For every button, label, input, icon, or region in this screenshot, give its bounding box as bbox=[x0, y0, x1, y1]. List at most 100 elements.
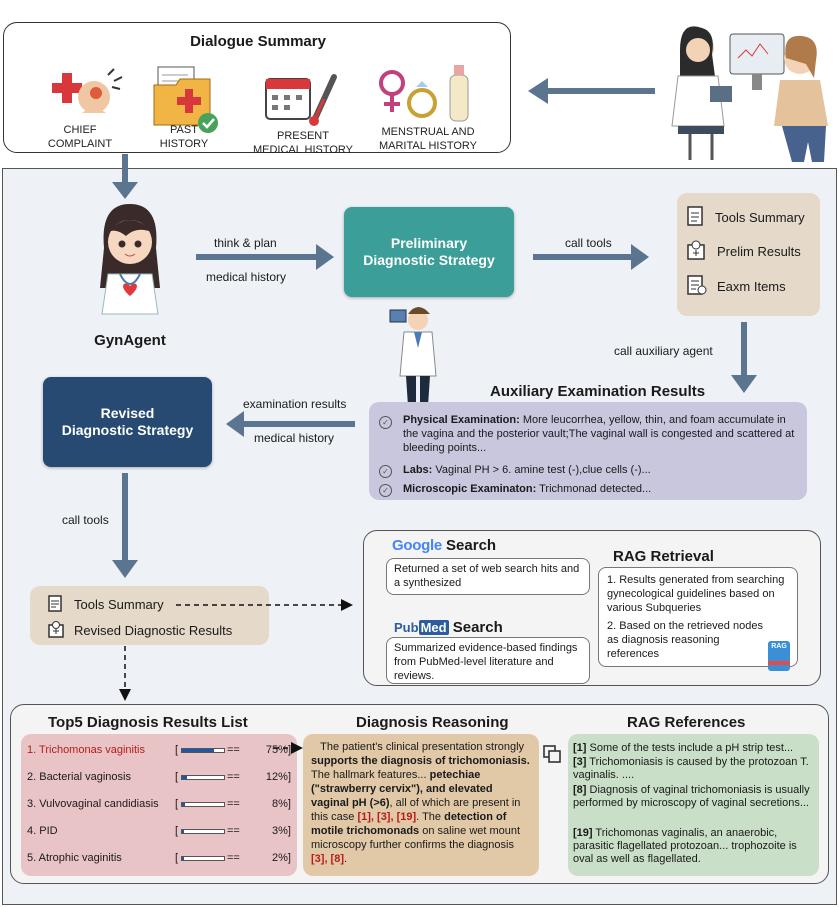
rag-retrieval-text-2: 2. Based on the retrieved nodes as diagn… bbox=[607, 620, 763, 660]
reasoning-title: Diagnosis Reasoning bbox=[356, 714, 509, 731]
reasoning-box: The patient's clinical presentation stro… bbox=[303, 734, 539, 876]
bar-open-bracket: [ bbox=[175, 825, 179, 837]
physical-exam-text: Physical Examination: More leucorrhea, y… bbox=[403, 414, 795, 454]
tools-summary-item: Tools Summary bbox=[715, 210, 805, 225]
labs-text: Labs: Vaginal PH > 6. amine test (-),clu… bbox=[403, 464, 651, 476]
bar-separator: == bbox=[227, 771, 240, 783]
medical-history-label-2: medical history bbox=[254, 431, 335, 445]
tools-summary-box: Tools Summary Prelim Results Eaxm Items bbox=[677, 193, 820, 316]
check-icon: ✓ bbox=[379, 465, 392, 478]
reference-1: [1] Some of the tests include a pH strip… bbox=[573, 742, 794, 754]
dialogue-summary-panel: Dialogue Summary CHIEF COMPLAINT PAST HI… bbox=[3, 22, 511, 156]
probability-value: 3%] bbox=[272, 825, 291, 837]
probability-value: 75%] bbox=[265, 744, 291, 756]
revised-tools-box: Tools Summary Revised Diagnostic Results bbox=[30, 586, 269, 645]
revised-strategy-box: Revised Diagnostic Strategy bbox=[43, 377, 212, 467]
gender-ring-bottle-icon bbox=[379, 65, 469, 122]
probability-value: 8%] bbox=[272, 798, 291, 810]
present-medical-history-label: PRESENT MEDICAL HISTORY bbox=[252, 130, 354, 156]
think-plan-label: think & plan bbox=[214, 236, 277, 250]
doctor-patient-illustration bbox=[671, 26, 828, 162]
google-search-title: Google Search bbox=[392, 537, 497, 554]
document-icon bbox=[48, 595, 62, 612]
rag-references-title: RAG References bbox=[627, 714, 746, 731]
revised-diagnostic-results: Revised Diagnostic Results bbox=[74, 623, 233, 638]
rag-retrieval-text-1: 1. Results generated from searching gyne… bbox=[607, 574, 785, 614]
check-icon: ✓ bbox=[379, 416, 392, 429]
bar-separator: == bbox=[227, 825, 240, 837]
preliminary-strategy-box: Preliminary Diagnostic Strategy bbox=[344, 207, 514, 297]
chief-complaint-label: CHIEF COMPLAINT bbox=[47, 124, 113, 150]
past-history-label: PAST HISTORY bbox=[159, 124, 209, 150]
rag-references-box: [1] Some of the tests include a pH strip… bbox=[568, 734, 819, 876]
auxiliary-results-box: ✓ Physical Examination: More leucorrhea,… bbox=[369, 402, 807, 500]
doctor-xray-figure bbox=[389, 307, 437, 406]
rag-retrieval-title: RAG Retrieval bbox=[613, 548, 714, 565]
probability-bar bbox=[181, 856, 225, 861]
top5-title: Top5 Diagnosis Results List bbox=[48, 714, 248, 731]
probability-value: 2%] bbox=[272, 852, 291, 864]
link-copy-icon bbox=[543, 745, 561, 763]
bar-open-bracket: [ bbox=[175, 852, 179, 864]
diagnosis-item-4: 4. PID bbox=[27, 825, 58, 837]
doctor-badge-icon bbox=[48, 621, 64, 638]
gynagent-avatar bbox=[100, 204, 160, 315]
top5-list-box: 1. Trichomonas vaginitis 2. Bacterial va… bbox=[21, 734, 297, 876]
probability-bar-fill bbox=[182, 803, 186, 806]
bar-separator: == bbox=[227, 798, 240, 810]
gynagent-label: GynAgent bbox=[94, 332, 166, 349]
bar-open-bracket: [ bbox=[175, 771, 179, 783]
probability-value: 12%] bbox=[265, 771, 291, 783]
google-search-result: Returned a set of web search hits and a … bbox=[386, 558, 590, 595]
probability-bar-fill bbox=[182, 749, 214, 752]
probability-bar-fill bbox=[182, 857, 185, 860]
google-logo: Google bbox=[392, 537, 442, 554]
probability-bar bbox=[181, 775, 225, 780]
call-auxiliary-agent-label: call auxiliary agent bbox=[614, 344, 713, 358]
reference-3: [3] Trichomoniasis is caused by the prot… bbox=[573, 756, 809, 781]
auxiliary-results-title: Auxiliary Examination Results bbox=[490, 383, 706, 400]
document-icon bbox=[687, 206, 703, 226]
microscopic-exam-text: Microscopic Examinaton: Trichmonad detec… bbox=[403, 483, 652, 495]
revised-strategy-title: Revised Diagnostic Strategy bbox=[61, 405, 194, 438]
diagnosis-item-2: 2. Bacterial vaginosis bbox=[27, 771, 131, 783]
folder-check-icon bbox=[153, 66, 218, 133]
checklist-icon bbox=[687, 275, 707, 295]
check-icon: ✓ bbox=[379, 484, 392, 497]
preliminary-strategy-title: Preliminary Diagnostic Strategy bbox=[363, 235, 495, 268]
diagnosis-item-3: 3. Vulvovaginal candidiasis bbox=[27, 798, 159, 810]
rag-book-icon: RAG bbox=[768, 641, 790, 671]
call-tools-label: call tools bbox=[565, 236, 612, 250]
probability-bar-fill bbox=[182, 830, 185, 833]
probability-bar-fill bbox=[182, 776, 188, 779]
doctor-badge-icon bbox=[687, 240, 705, 260]
probability-bar bbox=[181, 748, 225, 753]
rag-retrieval-box: 1. Results generated from searching gyne… bbox=[598, 567, 798, 667]
examination-results-label: examination results bbox=[243, 397, 347, 411]
reference-8: [8] Diagnosis of vaginal trichomoniasis … bbox=[573, 784, 810, 809]
probability-bar bbox=[181, 802, 225, 807]
medical-cross-head-icon bbox=[52, 68, 123, 113]
revised-tools-summary: Tools Summary bbox=[74, 597, 164, 612]
dialogue-summary-title: Dialogue Summary bbox=[190, 33, 326, 50]
bar-separator: == bbox=[227, 852, 240, 864]
bar-open-bracket: [ bbox=[175, 744, 179, 756]
bar-open-bracket: [ bbox=[175, 798, 179, 810]
calendar-thermometer-icon bbox=[265, 74, 337, 126]
reasoning-text: The patient's clinical presentation stro… bbox=[311, 741, 530, 865]
pubmed-search-result: Summarized evidence-based findings from … bbox=[386, 637, 590, 684]
search-panel: Google Search Returned a set of web sear… bbox=[363, 530, 821, 686]
menstrual-marital-history-label: MENSTRUAL AND MARITAL HISTORY bbox=[378, 126, 477, 152]
exam-items-item: Eaxm Items bbox=[717, 279, 786, 294]
medical-history-label: medical history bbox=[206, 270, 287, 284]
diagnosis-item-1: 1. Trichomonas vaginitis bbox=[27, 744, 145, 756]
diagnosis-item-5: 5. Atrophic vaginitis bbox=[27, 852, 122, 864]
prelim-results-item: Prelim Results bbox=[717, 244, 801, 259]
call-tools-label-2: call tools bbox=[62, 513, 109, 527]
arrowhead bbox=[528, 78, 548, 104]
bar-separator: == bbox=[227, 744, 240, 756]
probability-bar bbox=[181, 829, 225, 834]
reference-19: [19] Trichomonas vaginalis, an anaerobic… bbox=[573, 827, 797, 865]
